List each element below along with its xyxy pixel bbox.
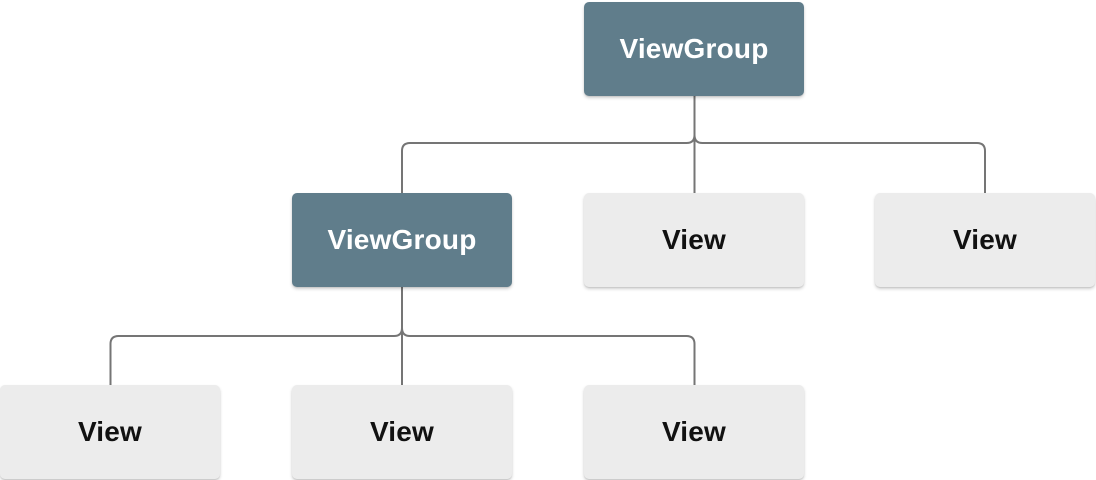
node-grandchild-view-2: View xyxy=(292,385,512,479)
node-label: View xyxy=(661,416,727,447)
node-label: ViewGroup xyxy=(619,33,769,64)
node-child-view-1: View xyxy=(584,193,804,287)
node-label: View xyxy=(661,224,727,255)
node-label: View xyxy=(952,224,1018,255)
node-grandchild-view-3: View xyxy=(584,385,804,479)
node-child-viewgroup: ViewGroup xyxy=(292,193,512,287)
node-label: View xyxy=(77,416,143,447)
edge-child-to-grandchild-view-3 xyxy=(401,287,696,385)
node-child-view-2: View xyxy=(875,193,1095,287)
node-root-viewgroup: ViewGroup xyxy=(584,2,804,96)
node-grandchild-view-1: View xyxy=(0,385,220,479)
edge-root-to-child-view-2 xyxy=(693,96,986,193)
edge-root-to-child-viewgroup xyxy=(401,96,696,193)
node-label: View xyxy=(369,416,435,447)
connector-group xyxy=(109,96,986,385)
edge-child-to-grandchild-view-1 xyxy=(109,287,403,385)
node-label: ViewGroup xyxy=(327,224,477,255)
